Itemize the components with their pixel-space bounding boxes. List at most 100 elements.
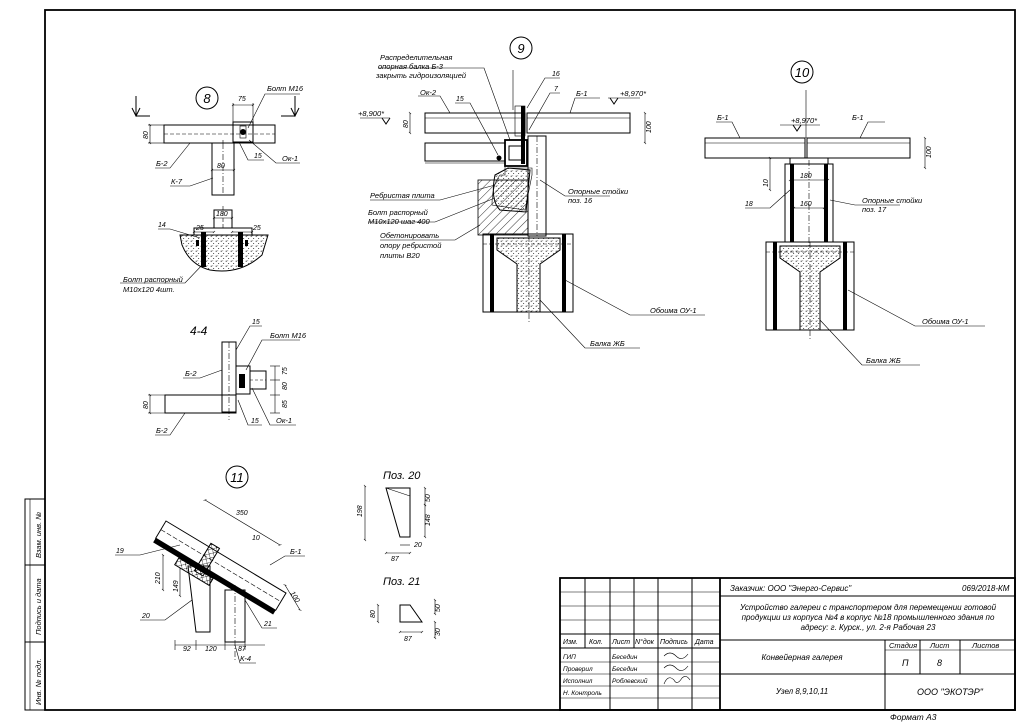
n10-b1a: Б-1 <box>717 113 729 122</box>
tb-role-0: ГИП <box>563 654 576 661</box>
title-block: Изм. Кол. Лист N°док Подпись Дата ГИП Бе… <box>559 577 1016 722</box>
n10-supports-l2: поз. 17 <box>862 205 887 214</box>
n11-dim-350: 350 <box>236 510 248 517</box>
n9-dim-80: 80 <box>403 120 410 128</box>
stamp-inv-podl: Инв. № подл. <box>34 658 43 705</box>
n8-k7: К-7 <box>171 177 183 186</box>
tb-object: Конвейерная галерея <box>761 653 843 662</box>
n9-pos15: 15 <box>456 96 464 103</box>
tb-company: ООО "ЭКОТЭР" <box>917 687 984 697</box>
stamp-inv-vzam: Взам. инв. № <box>34 512 43 558</box>
n10-dim-10: 10 <box>763 179 770 187</box>
n8-dim-80v: 80 <box>143 131 150 139</box>
n8-pos15: 15 <box>254 153 262 160</box>
n8-dim-180: 180 <box>216 211 228 218</box>
n10-dim-160: 160 <box>800 201 812 208</box>
pos21-dim-87: 87 <box>404 636 413 643</box>
n11-dim-87: 87 <box>238 646 247 653</box>
n10-dim-180: 180 <box>800 173 812 180</box>
n11-dim-149: 149 <box>173 580 180 592</box>
tb-stage: П <box>902 658 909 668</box>
pos20-dim-50: 50 <box>425 494 432 502</box>
signature-1 <box>663 664 689 671</box>
tb-project-l1: Устройство галереи с транспортером для п… <box>739 603 997 612</box>
tb-col-podpis: Подпись <box>660 638 688 646</box>
tb-col-izm: Изм. <box>563 639 578 646</box>
side-stamp: Взам. инв. № Подпись и дата Инв. № подл. <box>24 498 46 711</box>
n11-b1: Б-1 <box>290 547 302 556</box>
pos20-dim-20: 20 <box>413 542 422 549</box>
tb-format: Формат А3 <box>890 712 937 722</box>
s44-pos15b: 15 <box>251 418 259 425</box>
pos21-dim-50: 50 <box>435 604 442 612</box>
n8-dim-75: 75 <box>238 96 246 103</box>
n11-dim-92: 92 <box>183 646 191 653</box>
tb-code: 069/2018-КМ <box>962 584 1010 593</box>
pos20-title: Поз. 20 <box>383 470 421 482</box>
n8-dim-25a: 25 <box>195 225 204 232</box>
n8-bolt-spacer-l2: М10х120 4шт. <box>123 285 175 294</box>
signature-0 <box>663 652 689 659</box>
pos21-title: Поз. 21 <box>383 576 420 588</box>
n11-dim-100: 100 <box>288 590 300 604</box>
n8-b2: Б-2 <box>156 159 168 168</box>
tb-role-2: Исполнил <box>563 678 593 685</box>
n8-bolt-m16: Болт М16 <box>267 84 304 93</box>
tb-col-data: Дата <box>694 639 714 646</box>
n9-concrete-l1: Обетонировать <box>380 231 439 240</box>
stamp-sign-date: Подпись и дата <box>34 578 43 635</box>
n8-ok1: Ок-1 <box>282 154 298 163</box>
n8-dim-80h: 80 <box>217 163 225 170</box>
tb-stage-h: Стадия <box>889 641 917 650</box>
tb-project-l2: продукции из корпуса №4 в корпус №18 про… <box>742 613 995 622</box>
n11-dim-210: 210 <box>155 572 162 585</box>
n9-supports-l2: поз. 16 <box>568 196 593 205</box>
n9-bolt-l1: Болт распорный <box>368 208 429 217</box>
n10-dim-18: 18 <box>745 201 753 208</box>
pos-20-detail: Поз. 20 198 50 148 20 87 <box>357 470 432 563</box>
tb-name-2: Роблевский <box>612 677 648 685</box>
n10-elev: +8,970* <box>791 116 818 125</box>
node-8-number: 8 <box>203 91 211 106</box>
tb-role-3: Н. Контроль <box>563 690 602 697</box>
n10-rc-beam: Балка ЖБ <box>866 356 901 365</box>
node-9-number: 9 <box>517 41 524 56</box>
n9-dim-100: 100 <box>646 121 653 133</box>
n9-casing: Обоима ОУ-1 <box>650 306 697 315</box>
n11-k4: К-4 <box>240 654 251 663</box>
tb-name-1: Беседин <box>612 665 638 673</box>
n8-pos14: 14 <box>158 222 166 229</box>
s44-title: 4-4 <box>190 324 208 338</box>
n9-ok2: Ок-2 <box>420 88 437 97</box>
n9-pos7: 7 <box>554 86 559 93</box>
s44-dim-80b: 80 <box>282 382 289 390</box>
n11-dim-120: 120 <box>205 646 217 653</box>
n9-pos16: 16 <box>552 71 560 78</box>
pos21-dim-30: 30 <box>435 628 442 636</box>
n11-dim-10: 10 <box>252 535 260 542</box>
n9-b1: Б-1 <box>576 89 588 98</box>
tb-col-list: Лист <box>611 639 630 646</box>
n9-concrete-l3: плиты В20 <box>380 251 421 260</box>
s44-bolt-m16: Болт М16 <box>270 331 307 340</box>
tb-sheet: 8 <box>937 658 942 668</box>
n9-rc-beam: Балка ЖБ <box>590 339 625 348</box>
tb-sheet-h: Лист <box>929 641 949 650</box>
n11-pos19: 19 <box>116 548 124 555</box>
node-8-marker <box>195 86 219 110</box>
n10-b1b: Б-1 <box>852 113 864 122</box>
node-10-number: 10 <box>795 65 810 80</box>
tb-name-0: Беседин <box>612 653 638 661</box>
pos20-dim-198: 198 <box>357 505 364 517</box>
tb-project-l3: адресу: г. Курск., ул. 2-я Рабочая 23 <box>801 623 936 632</box>
n9-elev-a: +8,970* <box>620 89 647 98</box>
signature-2 <box>663 676 691 685</box>
tb-customer: Заказчик: ООО "Энерго-Сервис" <box>730 584 852 593</box>
tb-role-1: Проверил <box>563 666 593 673</box>
node-9: 9 +8,970* +8,900* <box>358 36 705 349</box>
n11-pos20: 20 <box>141 613 150 620</box>
node-10: 10 +8,970* 100 10 180 160 18 Б-1 Б-1 <box>704 60 985 366</box>
pos20-dim-87: 87 <box>391 556 400 563</box>
node-8: 8 75 80 80 Болт М16 Ок-1 15 Б-2 <box>120 84 304 294</box>
pos21-dim-80: 80 <box>370 610 377 618</box>
